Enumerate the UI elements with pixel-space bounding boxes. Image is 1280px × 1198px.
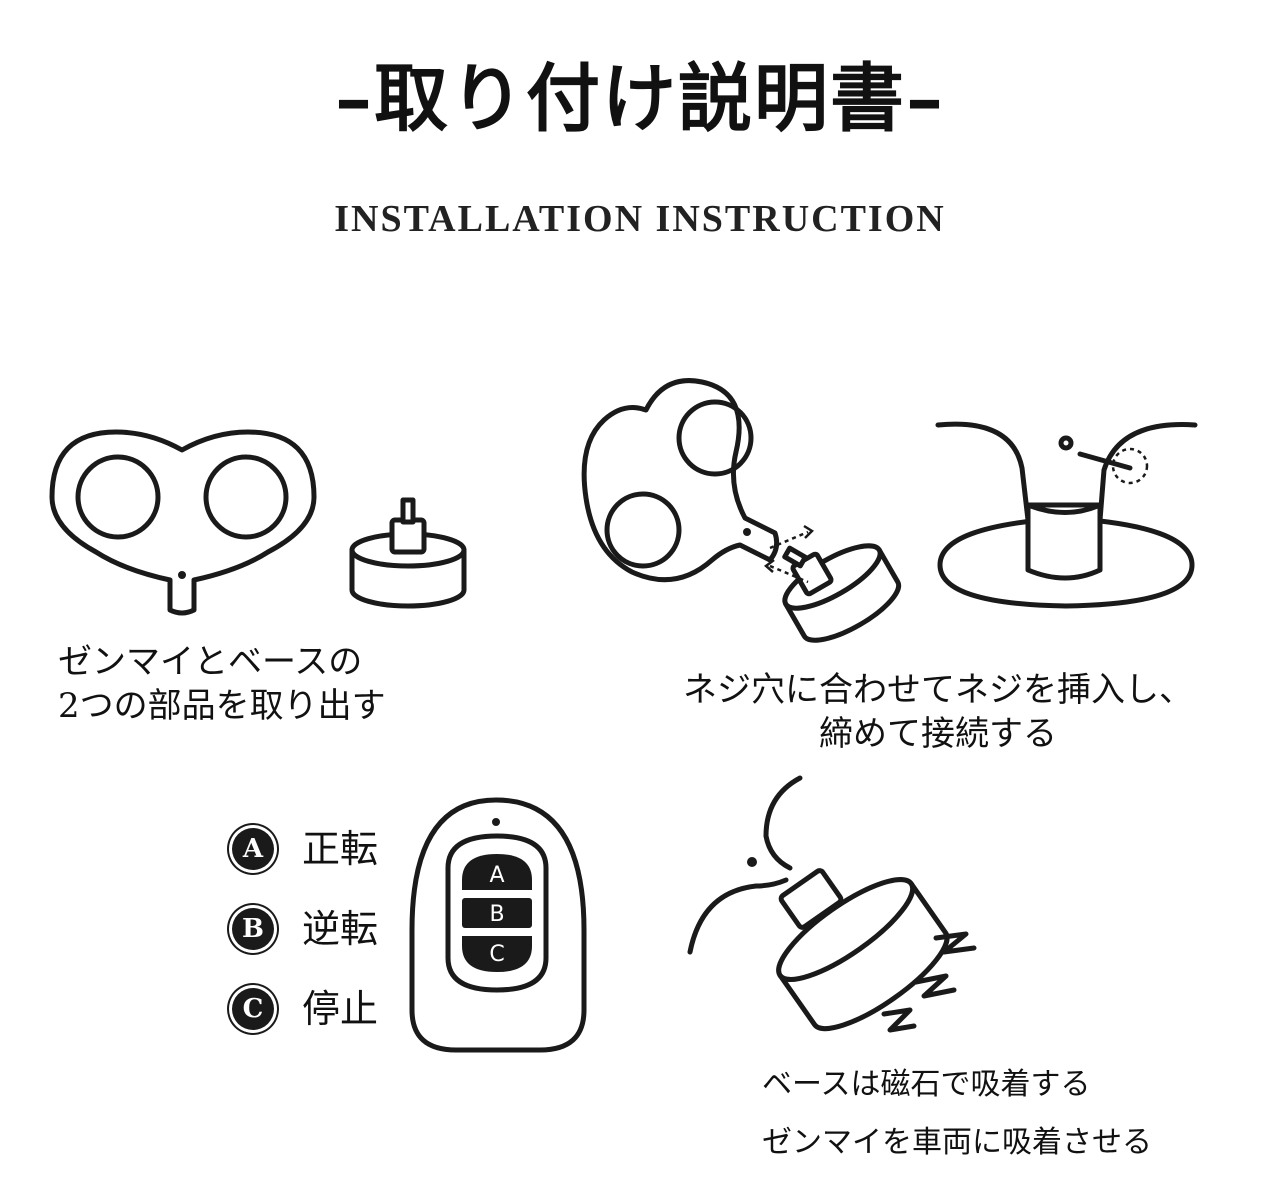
remote-button-b[interactable] — [462, 898, 532, 928]
windup-key-rotated-icon — [581, 378, 780, 583]
step2-caption: ネジ穴に合わせてネジを挿入し、 締めて接続する — [598, 668, 1278, 756]
remote-button-a[interactable] — [462, 854, 532, 890]
windup-key-icon — [49, 429, 317, 616]
legend-item-stop: C 停止 — [232, 984, 378, 1034]
remote-button-b-label: B — [489, 902, 504, 927]
remote-button-c[interactable] — [462, 936, 532, 972]
step2-caption-line1: ネジ穴に合わせてネジを挿入し、 — [683, 670, 1193, 710]
legend-label-a: 正転 — [302, 827, 379, 871]
step3-caption-line1: ベースは磁石で吸着する — [762, 1067, 1091, 1102]
legend-item-reverse: B 逆転 — [232, 904, 378, 954]
legend-label-b: 逆転 — [302, 907, 379, 951]
remote-button-c-label: C — [489, 942, 504, 967]
legend-badge-c: C — [232, 988, 274, 1030]
step1-caption-line2: 2つの部品を取り出す — [58, 686, 386, 726]
installed-key-base-icon — [935, 421, 1198, 609]
step1-caption: ゼンマイとベースの 2つの部品を取り出す — [58, 640, 386, 728]
legend-item-forward: A 正転 — [232, 824, 378, 874]
step3-caption-line2: ゼンマイを車両に吸着させる — [762, 1125, 1152, 1160]
legend-badge-b: B — [232, 908, 274, 950]
page-title: –取り付け説明書– — [335, 56, 945, 142]
magnet-attach-icon — [687, 775, 977, 1033]
legend-badge-a: A — [232, 828, 274, 870]
step3-caption: ベースは磁石で吸着する ゼンマイを車両に吸着させる — [762, 1056, 1152, 1172]
step1-caption-line1: ゼンマイとベースの — [58, 642, 363, 682]
legend-label-c: 停止 — [302, 987, 379, 1031]
remote-button-a-label: A — [489, 863, 504, 888]
step2-caption-line2: 締めて接続する — [819, 714, 1057, 754]
magnetic-base-icon — [349, 497, 467, 609]
remote-control-icon: A B C — [409, 797, 587, 1053]
base-screw-insert-icon — [764, 524, 902, 643]
page-subtitle: INSTALLATION INSTRUCTION — [334, 198, 946, 240]
